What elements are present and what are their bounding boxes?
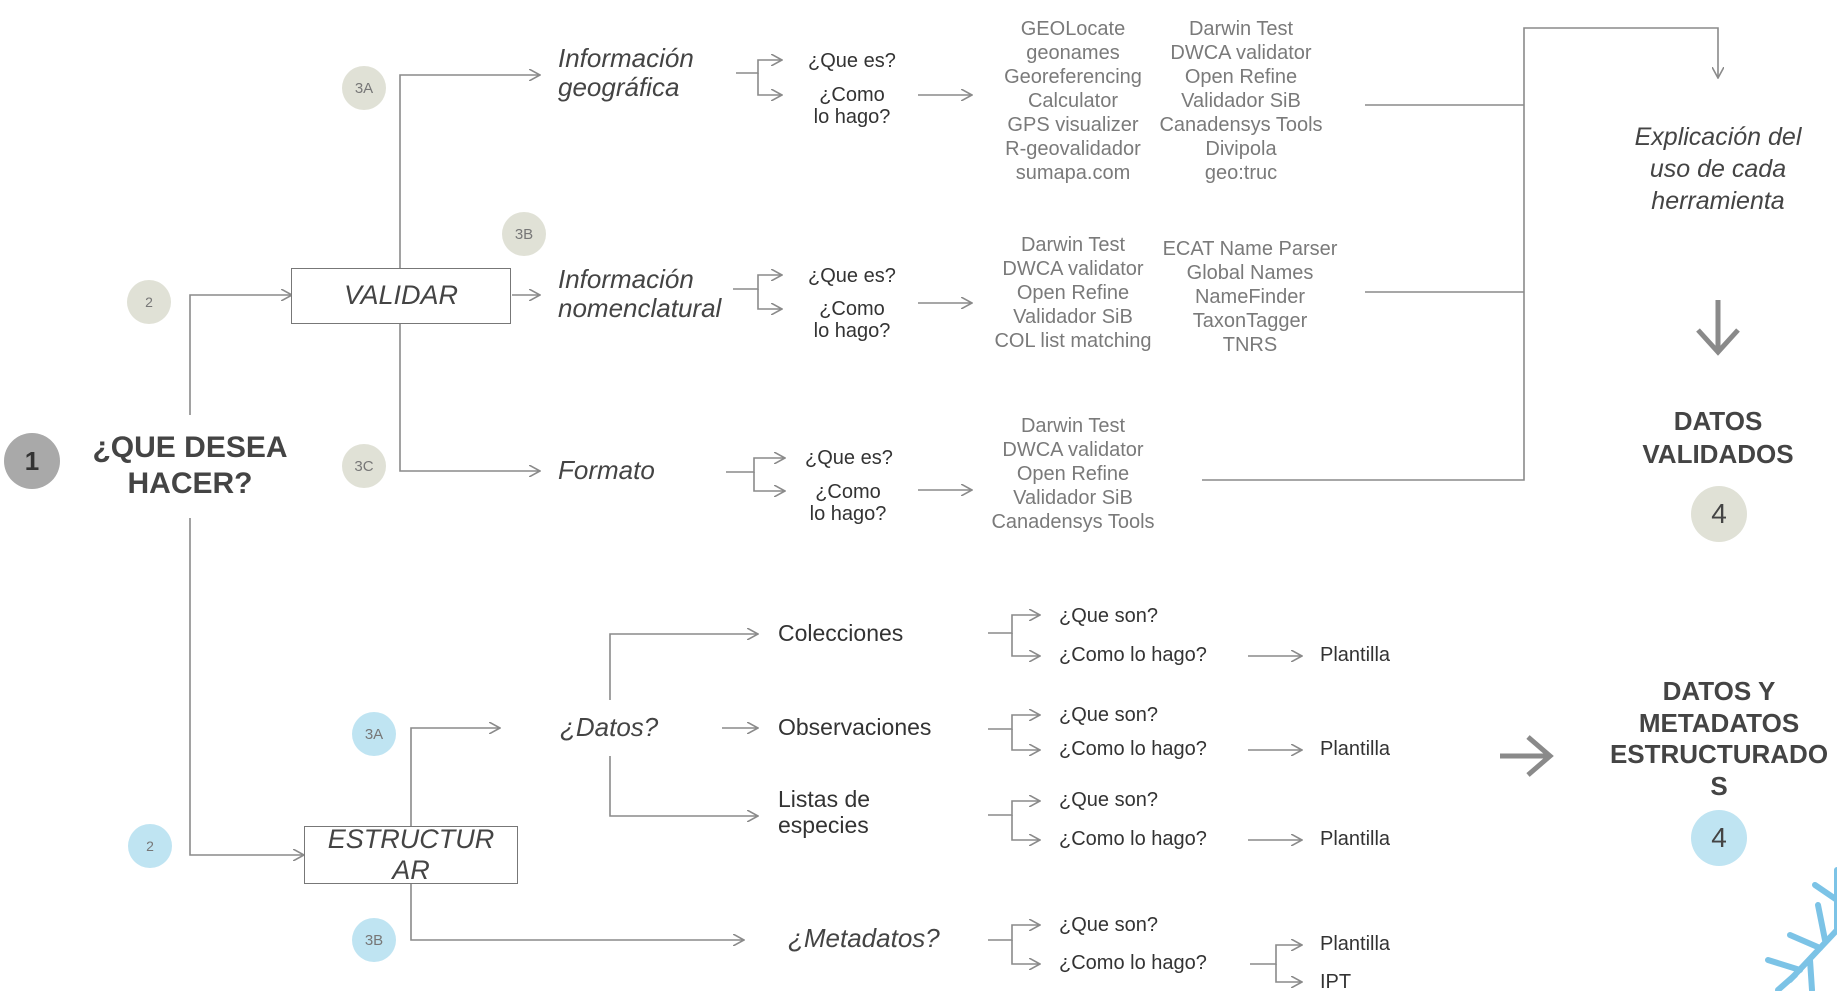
observaciones-template: Plantilla [1320, 738, 1391, 760]
tool-item: Canadensys Tools [1159, 114, 1323, 136]
connector-validar-geo [399, 75, 540, 268]
colecciones-what-are: ¿Que son? [1059, 605, 1158, 627]
connector-datos-listas [609, 756, 758, 816]
observaciones-how-to: ¿Como lo hago? [1059, 738, 1207, 760]
metadatos-what-are: ¿Que son? [1059, 914, 1158, 936]
connector-estructurar-datos [410, 728, 500, 826]
tool-item: Global Names [1186, 262, 1314, 284]
tool-item: GEOLocate [1020, 18, 1126, 40]
tool-item: ECAT Name Parser [1162, 238, 1338, 260]
tool-item: Validador SiB [1013, 306, 1133, 328]
geo-step-badge: 3A [342, 66, 386, 110]
datos-step-badge: 3A [352, 712, 396, 756]
big-arrow-right-icon [1500, 735, 1554, 777]
formato-step-badge: 3C [342, 444, 386, 488]
metadatos-label: ¿Metadatos? [788, 923, 940, 953]
tool-item: DWCA validator [1002, 258, 1144, 280]
big-arrow-down-icon [1696, 300, 1740, 356]
tool-item: Open Refine [1016, 463, 1130, 485]
tool-item: Validador SiB [1181, 90, 1301, 112]
listas-template: Plantilla [1320, 828, 1391, 850]
nomen-step-badge: 3B [502, 212, 546, 256]
listas-how-to: ¿Como lo hago? [1059, 828, 1207, 850]
connector-validar-formato [399, 324, 540, 471]
tool-item: Darwin Test [1020, 234, 1126, 256]
tool-item: NameFinder [1194, 286, 1306, 308]
tool-item: TaxonTagger [1192, 310, 1308, 332]
tool-item: Darwin Test [1188, 18, 1294, 40]
validated-step-badge: 4 [1691, 486, 1747, 542]
colecciones-template: Plantilla [1320, 644, 1391, 666]
connector-datos-colecciones [609, 634, 758, 700]
metadatos-how-to: ¿Como lo hago? [1059, 952, 1207, 974]
tool-item: Canadensys Tools [991, 511, 1155, 533]
tool-item: Calculator [1027, 90, 1119, 112]
formato-what-is: ¿Que es? [805, 447, 893, 469]
nomen-what-is: ¿Que es? [808, 265, 896, 287]
metadatos-step-badge: 3B [352, 918, 396, 962]
colecciones-how-to: ¿Como lo hago? [1059, 644, 1207, 666]
estructurar-step-badge: 2 [128, 824, 172, 868]
validar-step-badge: 2 [127, 280, 171, 324]
tool-item: Open Refine [1016, 282, 1130, 304]
main-step-badge: 1 [4, 433, 60, 489]
tool-item: geo:truc [1204, 162, 1278, 184]
tool-item: geonames [1026, 42, 1120, 64]
tool-item: Open Refine [1184, 66, 1298, 88]
tool-item: TNRS [1222, 334, 1278, 356]
structured-step-badge: 4 [1691, 810, 1747, 866]
item-colecciones: Colecciones [778, 620, 904, 646]
tool-item: COL list matching [994, 330, 1152, 352]
datos-label: ¿Datos? [560, 712, 659, 742]
connector-formato-q [726, 458, 785, 473]
tool-item: Validador SiB [1013, 487, 1133, 509]
connector-main-estructurar [189, 518, 304, 855]
metadatos-template: Plantilla [1320, 933, 1391, 955]
tool-item: R-geovalidador [1005, 138, 1141, 160]
item-observaciones: Observaciones [778, 714, 932, 740]
tool-item: DWCA validator [1170, 42, 1312, 64]
connector-geo-q [736, 60, 782, 74]
formato-category-label: Formato [558, 455, 655, 485]
connector-main-validar [189, 295, 292, 415]
tool-item: sumapa.com [1015, 162, 1131, 184]
tool-item: Darwin Test [1020, 415, 1126, 437]
tool-item: DWCA validator [1002, 439, 1144, 461]
connector-nomen-q [733, 275, 782, 290]
snowflake-icon [1765, 867, 1837, 991]
listas-what-are: ¿Que son? [1059, 789, 1158, 811]
tool-item: GPS visualizer [1007, 114, 1139, 136]
validar-box: VALIDAR [291, 268, 511, 324]
tool-item: Divipola [1205, 138, 1277, 160]
metadatos-ipt: IPT [1320, 971, 1352, 993]
tool-item: Georeferencing [1004, 66, 1142, 88]
geo-what-is: ¿Que es? [808, 50, 896, 72]
connector-estructurar-metadatos [410, 884, 744, 940]
observaciones-what-are: ¿Que son? [1059, 704, 1158, 726]
